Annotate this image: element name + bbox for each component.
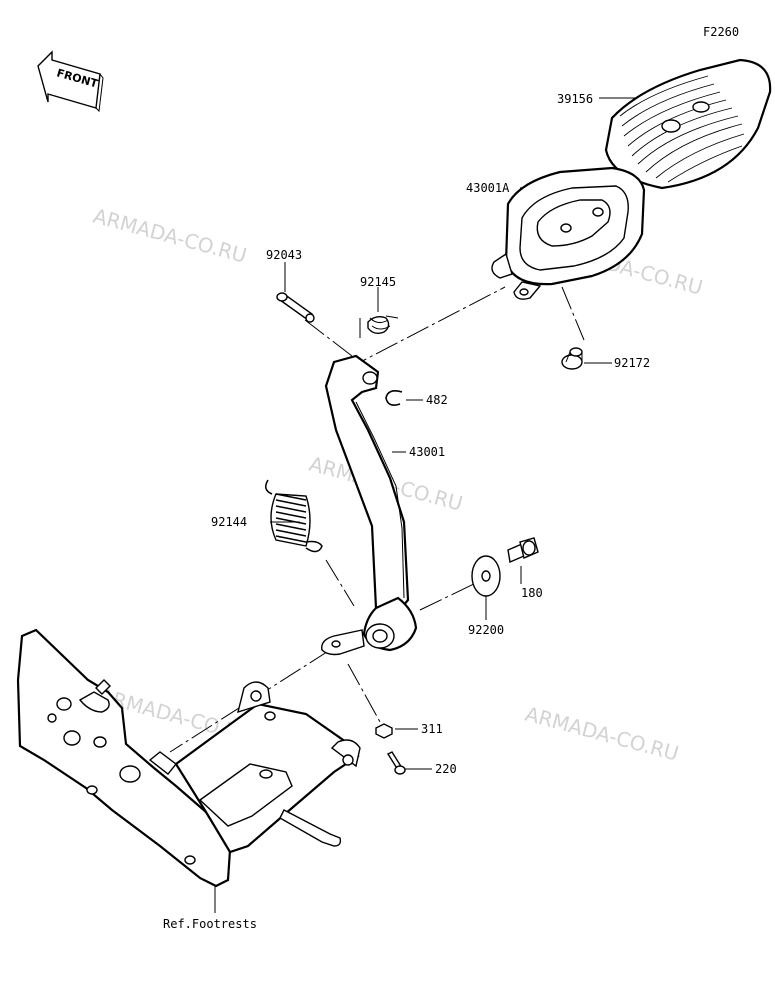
label-43001A[interactable]: 43001A bbox=[466, 181, 510, 195]
part-311-nut[interactable] bbox=[375, 723, 393, 739]
watermark-5: ARMADA-CO.RU bbox=[523, 702, 682, 766]
label-92144[interactable]: 92144 bbox=[211, 515, 247, 529]
label-92043[interactable]: 92043 bbox=[266, 248, 302, 262]
footrest-bracket bbox=[16, 628, 361, 888]
watermarks: ARMADA-CO.RU ARMADA-CO.RU ARMADA-CO.RU A… bbox=[91, 204, 706, 766]
part-92172-bolt[interactable] bbox=[561, 347, 583, 370]
part-labels: 39156 43001A 92043 92145 92172 482 43001… bbox=[163, 92, 650, 931]
part-92144-return-spring[interactable] bbox=[265, 479, 323, 553]
label-311[interactable]: 311 bbox=[421, 722, 443, 736]
label-39156[interactable]: 39156 bbox=[557, 92, 593, 106]
part-482-snap-ring[interactable] bbox=[385, 390, 403, 406]
watermark-1: ARMADA-CO.RU bbox=[91, 204, 250, 268]
label-ref-footrests[interactable]: Ref.Footrests bbox=[163, 917, 257, 931]
diagram-code: F2260 bbox=[703, 25, 739, 39]
part-43001-brake-pedal[interactable] bbox=[321, 354, 418, 656]
part-180-bolt[interactable] bbox=[507, 537, 539, 563]
label-180[interactable]: 180 bbox=[521, 586, 543, 600]
label-92172[interactable]: 92172 bbox=[614, 356, 650, 370]
part-43001A-pedal-plate[interactable] bbox=[491, 166, 646, 300]
part-92200-washer[interactable] bbox=[471, 555, 501, 597]
part-92145-spring[interactable] bbox=[359, 315, 399, 338]
part-92043-pin[interactable] bbox=[276, 292, 315, 323]
label-92200[interactable]: 92200 bbox=[468, 623, 504, 637]
label-92145[interactable]: 92145 bbox=[360, 275, 396, 289]
label-220[interactable]: 220 bbox=[435, 762, 457, 776]
label-43001[interactable]: 43001 bbox=[409, 445, 445, 459]
label-482[interactable]: 482 bbox=[426, 393, 448, 407]
part-220-screw[interactable] bbox=[386, 751, 406, 775]
part-39156-pedal-pad[interactable] bbox=[604, 58, 772, 190]
front-arrow-icon: FRONT bbox=[37, 50, 104, 113]
